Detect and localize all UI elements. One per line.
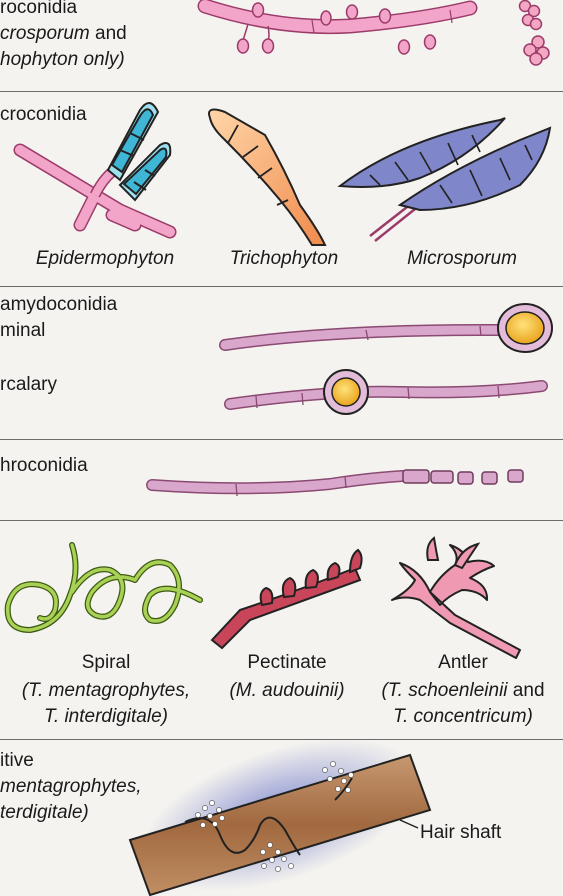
intercalary-label: rcalary [0,374,58,395]
section-divider [0,439,563,440]
section-divider [0,286,563,287]
chlamydoconidia-label: amydoconidia [0,294,118,315]
antler-hypha-drawing [391,536,521,659]
conjunction-text: and [89,23,127,44]
spiral-name: Spiral [81,652,131,673]
conidia-cluster [518,0,550,66]
microconidia-hypha [197,0,550,66]
arthroconidia-label: hroconidia [0,455,88,476]
microconidia-species-line-1: crosporum and [0,22,127,46]
section-divider [0,739,563,740]
species-name: hophyton [0,49,79,70]
section-divider [0,520,563,521]
perforation-species-2: terdigitale) [0,802,89,823]
antler-name: Antler [438,652,488,673]
species-name: crosporum [0,23,90,44]
trichophyton-drawing [208,108,327,246]
qualifier-text: only) [78,49,125,70]
arthroconidia-drawing [146,469,524,497]
antler-note-2: T. concentricum) [393,706,533,727]
terminal-chlamydoconidium-drawing [219,303,553,353]
spiral-hypha-drawing [4,542,203,634]
hair-shaft-label: Hair shaft [420,822,502,843]
epidermophyton-drawing [13,102,177,239]
conjunction-text: and [507,680,545,701]
terminal-label: minal [0,320,46,341]
pectinate-note: (M. audouinii) [229,680,345,701]
microconidia-label: roconidia [0,0,78,18]
microsporum-drawing [337,117,552,242]
perforation-species-1: mentagrophytes, [0,776,142,797]
spiral-note-1: (T. mentagrophytes, [21,680,191,701]
pectinate-hypha-drawing [210,548,363,650]
perforation-label: itive [0,750,34,771]
pectinate-name: Pectinate [247,652,327,673]
caption-microsporum: Microsporum [407,248,517,269]
species-name: (T. schoenleinii [381,680,508,701]
caption-epidermophyton: Epidermophyton [35,248,175,269]
hair-perforation-drawing [128,738,432,896]
microconidia-species-line-2: hophyton only) [0,48,125,72]
intercalary-chlamydoconidium-drawing [224,369,548,415]
spiral-note-2: T. interdigitale) [44,706,168,727]
caption-trichophyton: Trichophyton [229,248,339,269]
section-divider [0,91,563,92]
macroconidia-label: croconidia [0,104,87,125]
antler-note-1: (T. schoenleinii and [381,679,544,703]
